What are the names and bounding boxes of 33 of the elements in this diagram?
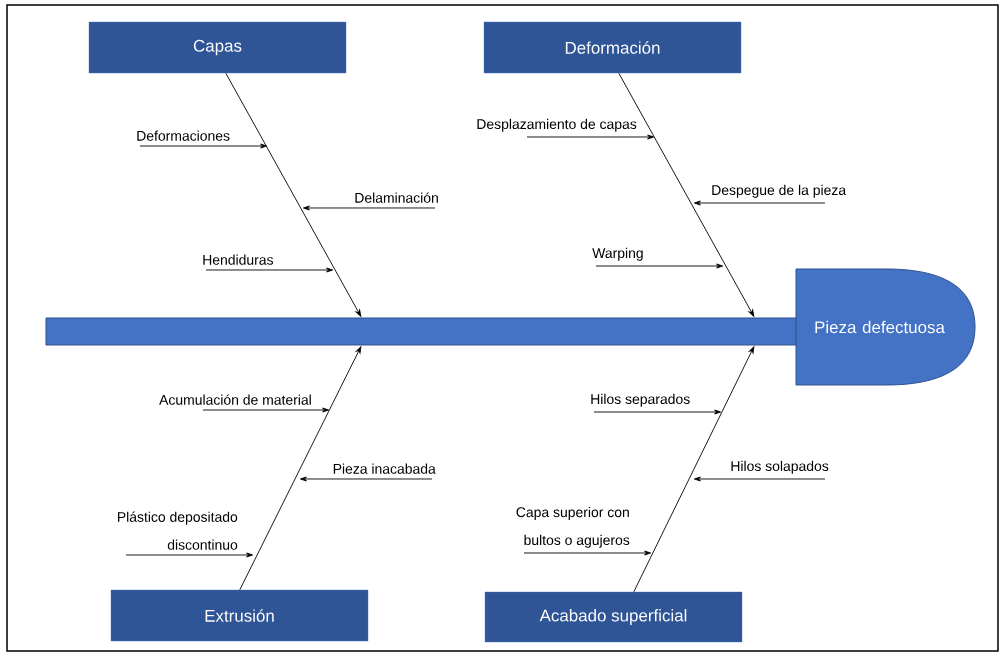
cause-arrow bbox=[693, 200, 826, 206]
cause-label: Warping bbox=[592, 247, 643, 261]
cause-label: Hilos solapados bbox=[731, 460, 829, 474]
cause-arrow bbox=[595, 263, 724, 269]
cause-arrow bbox=[125, 552, 254, 558]
cause-label: Pieza inacabada bbox=[333, 463, 436, 474]
bone-arrow bbox=[225, 72, 362, 317]
cause-arrow bbox=[303, 205, 436, 211]
cause-label: Hilos separados bbox=[591, 393, 690, 407]
cause-arrow bbox=[202, 407, 330, 413]
cause-arrow bbox=[693, 476, 826, 482]
category-box: Deformación bbox=[483, 21, 742, 74]
cause-arrow bbox=[205, 267, 334, 273]
category-box: Capas bbox=[88, 21, 347, 74]
bone-arrow bbox=[618, 72, 755, 317]
cause-label: Delaminación bbox=[355, 192, 438, 203]
cause-arrow bbox=[523, 550, 652, 556]
bone-arrow bbox=[239, 346, 362, 591]
cause-arrow bbox=[593, 409, 722, 415]
category-box: Acabado superficial bbox=[484, 591, 743, 643]
spine-bar bbox=[45, 317, 798, 346]
cause-label: Deformaciones bbox=[137, 130, 230, 141]
cause-arrow bbox=[526, 134, 655, 140]
cause-label: Hendiduras bbox=[203, 254, 273, 265]
cause-label: Capa superior con bultos o agujeros bbox=[516, 506, 630, 548]
cause-label: Plástico depositado discontinuo bbox=[118, 511, 238, 550]
bone-arrow bbox=[633, 346, 755, 593]
cause-label: Despegue de la pieza bbox=[712, 184, 847, 198]
category-box: Extrusión bbox=[110, 589, 369, 642]
cause-label: Acumulación de material bbox=[159, 394, 311, 405]
cause-arrow bbox=[139, 143, 268, 149]
cause-label: Desplazamiento de capas bbox=[477, 118, 637, 132]
cause-arrow bbox=[300, 476, 433, 482]
